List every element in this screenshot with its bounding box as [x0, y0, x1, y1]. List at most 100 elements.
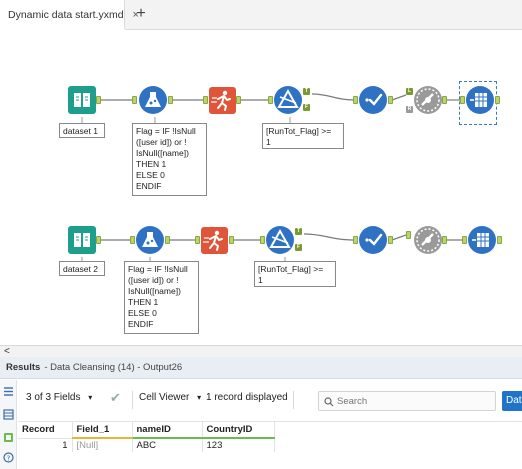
- formula-line: Flag = IF !IsNull: [128, 264, 188, 274]
- column-header-countryid[interactable]: CountryID: [202, 422, 275, 439]
- new-tab-button[interactable]: +: [136, 5, 146, 22]
- toolbar-divider: [293, 391, 294, 409]
- formula-line: ENDIF: [128, 319, 154, 329]
- output-anchor[interactable]: [495, 96, 500, 104]
- cell-record[interactable]: 1: [18, 437, 73, 452]
- workflow-canvas[interactable]: T F L R dataset 1 Flag = IF !IsNull ([us…: [0, 31, 522, 345]
- false-anchor[interactable]: F: [295, 244, 302, 251]
- search-box[interactable]: [318, 391, 496, 411]
- results-title: Results: [6, 362, 41, 373]
- join-tool-1[interactable]: [414, 86, 442, 114]
- results-subtitle: - Data Cleansing (14) - Output26: [44, 362, 183, 373]
- input-anchor[interactable]: [132, 96, 137, 104]
- input-data-tool-1[interactable]: [68, 86, 96, 114]
- input-anchor[interactable]: [460, 96, 465, 104]
- formula-line: ([user id]) or !: [136, 137, 187, 147]
- filter-line: 1: [258, 275, 263, 285]
- true-anchor[interactable]: T: [303, 88, 310, 95]
- cell-viewer-dropdown[interactable]: Cell Viewer ▾: [139, 392, 202, 403]
- formula-line: THEN 1: [128, 297, 159, 307]
- input-anchor[interactable]: [268, 96, 273, 104]
- output-anchor[interactable]: [442, 236, 447, 244]
- formula-tool-1[interactable]: [139, 86, 167, 114]
- filter-tool-2[interactable]: [266, 226, 294, 254]
- search-input[interactable]: [337, 394, 487, 408]
- output-anchor[interactable]: [229, 236, 234, 244]
- input-anchor[interactable]: [462, 236, 467, 244]
- running-total-tool-2[interactable]: [201, 227, 228, 254]
- output-anchor[interactable]: [168, 96, 173, 104]
- help-icon[interactable]: ?: [3, 452, 14, 463]
- results-side-toolbar: ?: [0, 380, 17, 469]
- output-anchor[interactable]: [165, 236, 170, 244]
- input-anchor[interactable]: [406, 231, 411, 239]
- results-header: Results - Data Cleansing (14) - Output26: [0, 357, 522, 379]
- flask-icon: [142, 232, 158, 247]
- running-figure-icon: [211, 90, 231, 111]
- gear-saw-icon: [416, 88, 440, 112]
- select-tool-1[interactable]: [359, 86, 387, 114]
- input-anchor[interactable]: [260, 236, 265, 244]
- results-grid[interactable]: Record Field_1 nameID CountryID 1 [Null]…: [18, 422, 522, 469]
- data-icon[interactable]: [3, 432, 14, 443]
- book-icon: [74, 233, 90, 247]
- output-anchor[interactable]: [236, 96, 241, 104]
- input-anchor[interactable]: [353, 236, 358, 244]
- formula-tool-2[interactable]: [136, 226, 164, 254]
- column-header-nameid[interactable]: nameID: [132, 422, 203, 439]
- union-output-tool-2[interactable]: [468, 226, 496, 254]
- record-count: 1 record displayed: [206, 392, 288, 403]
- checkmark-icon[interactable]: ✔: [110, 390, 121, 405]
- data-button[interactable]: Data: [502, 391, 522, 411]
- output-anchor[interactable]: [442, 96, 447, 104]
- output-anchor[interactable]: [497, 236, 502, 244]
- right-input-anchor[interactable]: R: [406, 106, 413, 113]
- cell-field1[interactable]: [Null]: [72, 437, 133, 452]
- column-header-field1[interactable]: Field_1: [72, 422, 133, 439]
- filter-annotation: [RunTot_Flag] >= 1: [262, 123, 344, 149]
- table-row[interactable]: 1 [Null] ABC 123: [18, 437, 275, 452]
- canvas-scrollbar[interactable]: <: [0, 345, 522, 357]
- output-anchor[interactable]: [96, 236, 101, 244]
- select-tool-2[interactable]: [359, 226, 387, 254]
- filter-triangle-icon: [269, 228, 291, 248]
- book-icon: [74, 93, 90, 107]
- output-anchor[interactable]: [388, 236, 393, 244]
- cell-countryid[interactable]: 123: [202, 437, 275, 452]
- tab-active-indicator: [0, 29, 125, 31]
- connection-lines: [81, 93, 464, 261]
- input-anchor[interactable]: [353, 96, 358, 104]
- tab-title: Dynamic data start.yxmd: [8, 9, 124, 21]
- input-anchor[interactable]: [203, 96, 208, 104]
- input-anchor[interactable]: [130, 236, 135, 244]
- results-toolbar: 3 of 3 Fields ▾ ✔ Cell Viewer ▾ 1 record…: [18, 380, 522, 422]
- join-tool-2[interactable]: [414, 226, 442, 254]
- cell-nameid[interactable]: ABC: [132, 437, 203, 452]
- scroll-left-icon[interactable]: <: [4, 346, 10, 357]
- formula-line: ([user id]) or !: [128, 275, 179, 285]
- running-total-tool-1[interactable]: [209, 87, 236, 114]
- union-output-tool-1[interactable]: [466, 86, 494, 114]
- fields-dropdown[interactable]: 3 of 3 Fields ▾: [26, 392, 93, 403]
- gear-saw-icon: [416, 228, 440, 252]
- filter-tool-1[interactable]: [274, 86, 302, 114]
- filter-line: 1: [266, 137, 271, 147]
- filter-annotation: [RunTot_Flag] >= 1: [254, 261, 336, 287]
- input-annotation: dataset 2: [59, 261, 105, 276]
- table-view-icon[interactable]: [3, 409, 14, 420]
- close-tab-icon[interactable]: ×: [132, 9, 139, 21]
- input-data-tool-2[interactable]: [68, 226, 96, 254]
- input-anchor[interactable]: [195, 236, 200, 244]
- true-anchor[interactable]: T: [295, 228, 302, 235]
- list-icon[interactable]: [3, 386, 14, 397]
- tab-dynamic-data-start[interactable]: Dynamic data start.yxmd ×: [0, 0, 139, 31]
- toolbar-divider: [132, 391, 133, 409]
- column-header-record[interactable]: Record: [18, 422, 73, 438]
- output-anchor[interactable]: [388, 96, 393, 104]
- output-anchor[interactable]: [96, 96, 101, 104]
- false-anchor[interactable]: F: [303, 104, 310, 111]
- formula-annotation: Flag = IF !IsNull ([user id]) or ! IsNul…: [132, 123, 207, 196]
- left-input-anchor[interactable]: L: [406, 88, 413, 95]
- chevron-down-icon: ▾: [88, 393, 93, 402]
- formula-line: IsNull([name]): [136, 148, 189, 158]
